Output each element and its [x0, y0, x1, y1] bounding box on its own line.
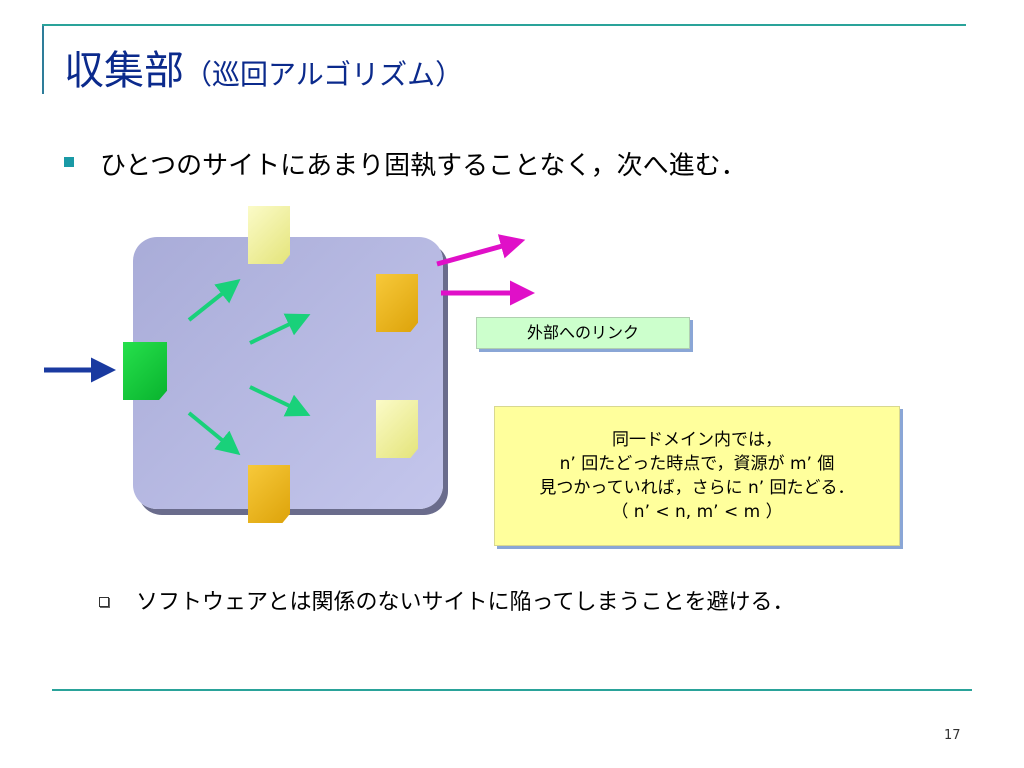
- note-box: 同一ドメイン内では， n’ 回たどった時点で，資源が m’ 個 見つかっていれば…: [494, 406, 900, 546]
- bullet-marker: [64, 157, 74, 167]
- footer-rule: [52, 689, 972, 691]
- sub-bullet-marker: [99, 597, 109, 607]
- note-line: 見つかっていれば，さらに n’ 回たどる．: [539, 478, 855, 498]
- external-link-label: 外部へのリンク: [476, 317, 690, 349]
- page-number: 17: [944, 728, 961, 743]
- document-page-orange-right: [376, 274, 418, 332]
- document-page-bottom: [248, 465, 290, 523]
- note-line: 同一ドメイン内では，: [612, 430, 782, 450]
- title-side-rule: [42, 26, 44, 94]
- sub-bullet-text: ソフトウェアとは関係のないサイトに陥ってしまうことを避ける．: [136, 590, 795, 615]
- note-line: n’ 回たどった時点で，資源が m’ 個: [559, 454, 835, 474]
- document-page-top: [248, 206, 290, 264]
- external-link-arrow: [436, 234, 526, 267]
- slide-title-sub: （巡回アルゴリズム）: [184, 58, 464, 91]
- note-line: （ n’ < n, m’ < m ）: [611, 502, 783, 522]
- document-page-yellow-right: [376, 400, 418, 458]
- start-document-page: [123, 342, 167, 400]
- title-top-rule: [42, 24, 966, 26]
- slide-title: 収集部（巡回アルゴリズム）: [64, 48, 464, 94]
- main-bullet-text: ひとつのサイトにあまり固執することなく，次へ進む．: [100, 151, 747, 181]
